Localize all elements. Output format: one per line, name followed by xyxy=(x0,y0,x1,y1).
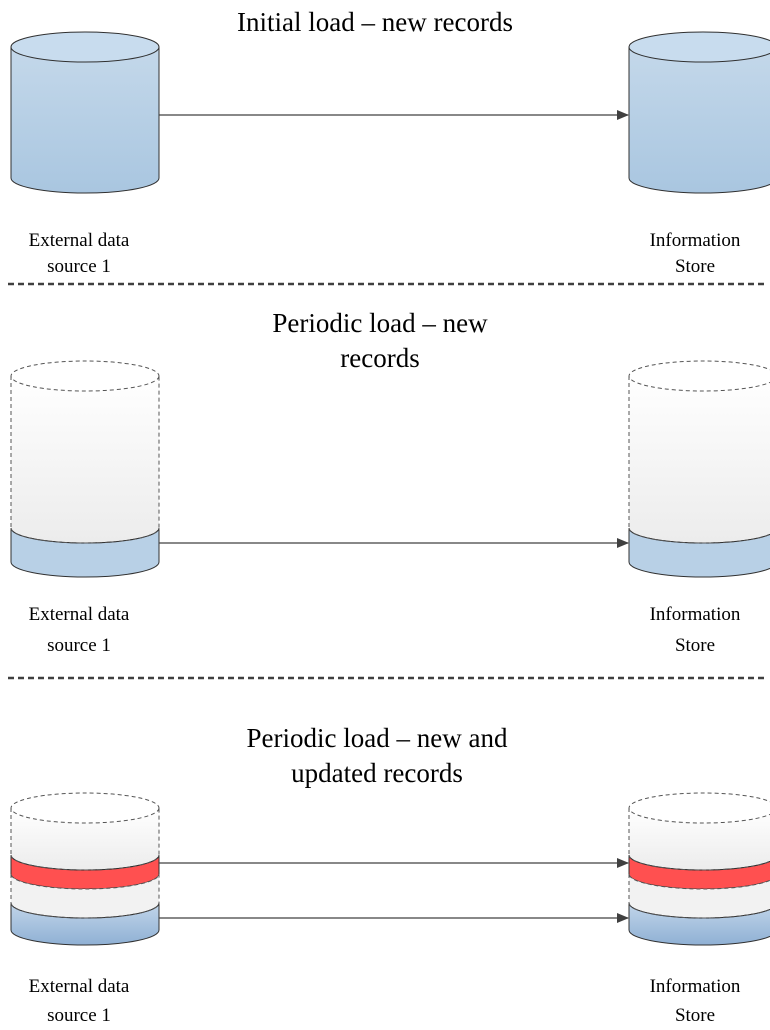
source-label: External data xyxy=(29,230,130,251)
section-title: Periodic load – new and xyxy=(247,723,508,753)
source-database-icon xyxy=(10,792,160,946)
target-label: Information xyxy=(650,604,741,625)
information-store-database-icon xyxy=(628,792,770,946)
section-periodic-load-new: Periodic load – new records External dat… xyxy=(10,308,770,656)
source-label: source 1 xyxy=(47,635,111,656)
section-title: Periodic load – new xyxy=(272,308,488,338)
target-label: Store xyxy=(675,256,715,277)
section-title: Initial load – new records xyxy=(237,7,513,37)
source-label: External data xyxy=(29,976,130,997)
target-label: Store xyxy=(675,1005,715,1026)
information-store-database-icon xyxy=(628,31,770,194)
source-database-icon xyxy=(10,31,160,194)
source-label: source 1 xyxy=(47,256,111,277)
source-label: source 1 xyxy=(47,1005,111,1026)
information-store-database-icon xyxy=(628,360,770,578)
section-title: updated records xyxy=(291,758,463,788)
section-periodic-load-updated: Periodic load – new and updated records xyxy=(10,723,770,1026)
source-label: External data xyxy=(29,604,130,625)
target-label: Information xyxy=(650,976,741,997)
target-label: Information xyxy=(650,230,741,251)
target-label: Store xyxy=(675,635,715,656)
section-initial-load: Initial load – new records External data… xyxy=(10,7,770,277)
section-title: records xyxy=(340,343,419,373)
source-database-icon xyxy=(10,360,160,578)
